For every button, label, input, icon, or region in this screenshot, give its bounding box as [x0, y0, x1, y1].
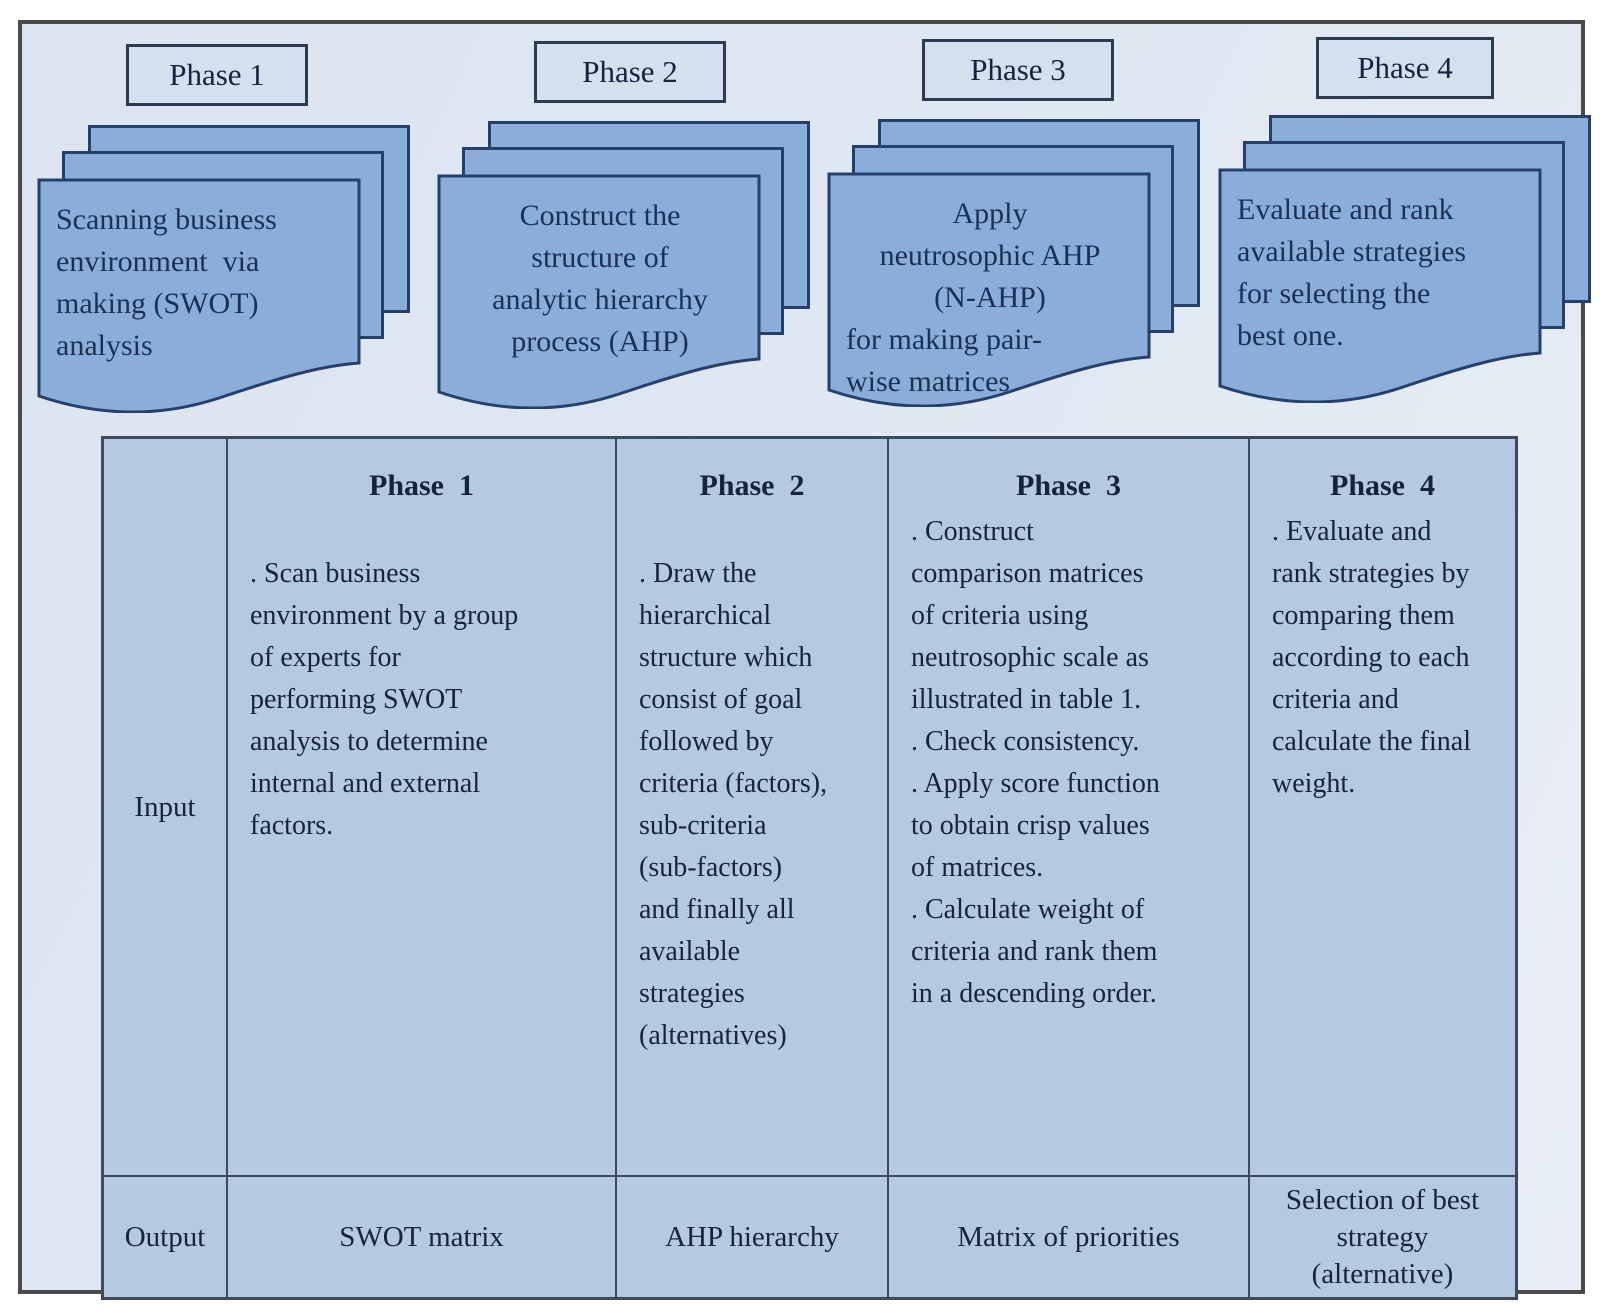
document-text-line: neutrosophic AHP — [879, 239, 1101, 272]
document-shape-icon — [37, 178, 361, 413]
phase-input-output-table: Input Phase 1 . Scan business environmen… — [101, 436, 1518, 1300]
cell-phase-body: . Evaluate and rank strategies by compar… — [1272, 516, 1471, 799]
table-cell-input-phase-2: Phase 2 . Draw the hierarchical structur… — [617, 439, 889, 1177]
table-cell-input-phase-3: Phase 3 . Construct comparison matrices … — [889, 439, 1250, 1177]
document-shape-icon — [437, 174, 761, 409]
document-text-line: available strategies — [1237, 235, 1467, 268]
row-label-output: Output — [104, 1177, 228, 1297]
table-cell-input-phase-4: Phase 4 . Evaluate and rank strategies b… — [1250, 439, 1515, 1177]
document-text-phase-2: Construct the structure of analytic hierar… — [456, 195, 744, 363]
cell-phase-body: . Construct comparison matrices of crite… — [911, 516, 1160, 1009]
document-text-line: process (AHP) — [511, 325, 689, 358]
document-front-sheet — [436, 173, 762, 409]
cell-phase-header: Phase 3 — [1016, 469, 1121, 502]
phase-3-label-box: Phase 3 — [922, 39, 1114, 101]
phase-1-label-box: Phase 1 — [126, 44, 308, 106]
document-stack-phase-3: Apply neutrosophic AHP (N-AHP) for making p… — [826, 119, 1206, 421]
document-text-line: analysis — [56, 329, 153, 362]
row-label-input: Input — [104, 439, 228, 1177]
phase-4-label-box: Phase 4 — [1316, 37, 1494, 99]
document-text-phase-1: Scanning business environment via making (… — [56, 199, 344, 367]
document-shape-icon — [827, 172, 1151, 407]
document-text-line: for making pair- — [846, 323, 1042, 356]
table-cell-output-phase-2: AHP hierarchy — [617, 1177, 889, 1297]
document-text-line: (N-AHP) — [934, 281, 1046, 314]
phase-2-label-box: Phase 2 — [534, 41, 726, 103]
document-text-line: Apply — [952, 197, 1028, 230]
table-cell-output-phase-4: Selection of best strategy (alternative) — [1285, 1183, 1480, 1290]
document-text-line: Evaluate and rank — [1237, 193, 1454, 226]
document-text-phase-3: Apply neutrosophic AHP (N-AHP) for making p… — [846, 193, 1134, 403]
table-cell-input-phase-1: Phase 1 . Scan business environment by a… — [228, 439, 617, 1177]
document-text-line: wise matrices — [846, 365, 1011, 398]
document-text-line: environment via — [56, 245, 260, 278]
document-text-line: Construct the — [519, 199, 681, 232]
document-text-line: for selecting the — [1237, 277, 1431, 310]
document-shape-icon — [1218, 168, 1542, 403]
document-text-line: analytic hierarchy — [492, 283, 708, 316]
cell-phase-header: Phase 1 — [369, 469, 474, 502]
document-stack-phase-4: Evaluate and rank available strategies for… — [1217, 115, 1597, 417]
document-stack-phase-2: Construct the structure of analytic hierar… — [436, 121, 816, 423]
document-text-line: making (SWOT) — [56, 287, 259, 320]
document-stack-phase-1: Scanning business environment via making (… — [36, 125, 416, 427]
document-front-sheet — [1217, 167, 1543, 403]
cell-phase-header: Phase 2 — [699, 469, 805, 502]
document-front-sheet — [826, 171, 1152, 407]
cell-phase-header: Phase 4 — [1330, 469, 1435, 502]
cell-phase-body: . Draw the hierarchical structure which … — [639, 558, 828, 1051]
document-text-line: Scanning business — [56, 203, 277, 236]
table-cell-output-phase-1: SWOT matrix — [228, 1177, 617, 1297]
document-text-line: best one. — [1237, 319, 1344, 352]
outer-frame: Phase 1 Phase 2 Phase 3 Phase 4 Scanning… — [18, 20, 1591, 1300]
document-front-sheet — [36, 177, 362, 413]
document-text-phase-4: Evaluate and rank available strategies for… — [1237, 189, 1525, 357]
document-text-line: structure of — [531, 241, 669, 274]
table-cell-output-phase-3: Matrix of priorities — [889, 1177, 1250, 1297]
cell-phase-body: . Scan business environment by a group o… — [250, 558, 519, 841]
